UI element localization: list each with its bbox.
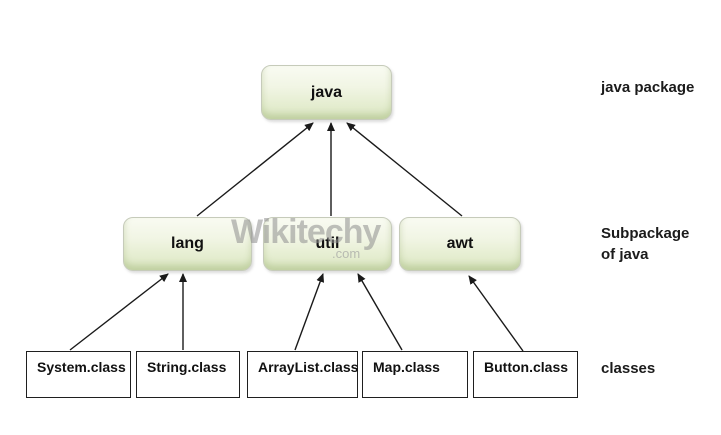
node-system-class: System.class xyxy=(26,351,131,398)
node-java: java xyxy=(261,65,392,120)
arrow-awt-to-java xyxy=(346,122,463,217)
watermark-text: Wikitechy xyxy=(231,213,381,251)
node-lang: lang xyxy=(123,217,252,271)
arrow-lang-to-java xyxy=(196,122,314,217)
node-map-class: Map.class xyxy=(362,351,468,398)
annotation-subpackage-of-java: Subpackage of java xyxy=(601,225,690,263)
arrow-map-to-util xyxy=(357,273,403,351)
node-button-class: Button.class xyxy=(473,351,578,398)
arrow-arraylist-to-util xyxy=(294,273,324,351)
arrow-button-to-awt xyxy=(468,275,524,352)
node-lang-label: lang xyxy=(171,235,204,252)
node-arraylist-class: ArrayList.class xyxy=(247,351,358,398)
node-util-label: util xyxy=(315,235,340,252)
annotation-classes: classes xyxy=(601,360,656,377)
node-java-label: java xyxy=(310,83,343,101)
node-awt-label: awt xyxy=(446,235,474,252)
node-string-class: String.class xyxy=(136,351,240,398)
watermark-suffix: .com xyxy=(332,246,361,261)
arrow-system-to-lang xyxy=(69,273,169,351)
annotation-java-package: java package xyxy=(601,79,695,96)
node-util: util xyxy=(263,217,392,271)
node-awt: awt xyxy=(399,217,521,271)
